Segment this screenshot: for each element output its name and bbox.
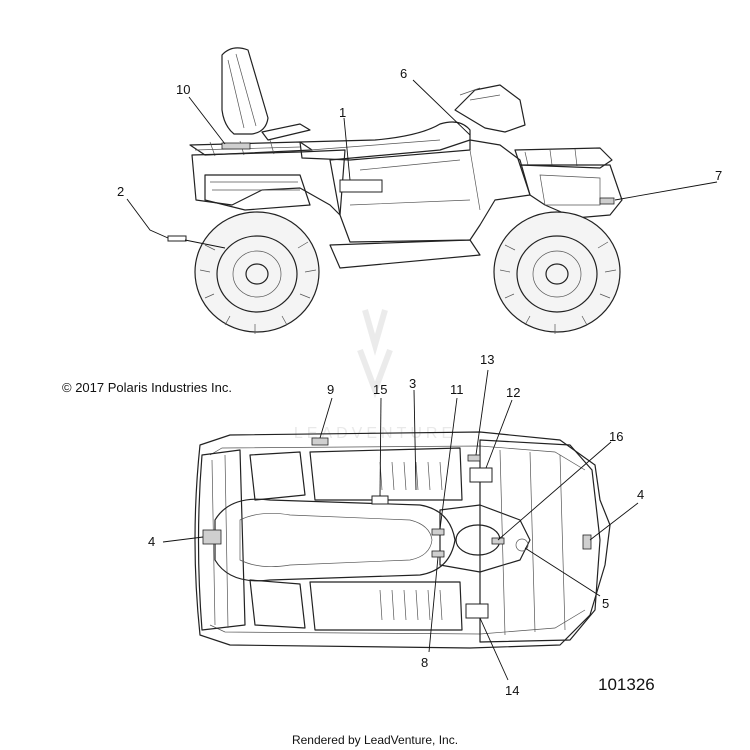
- side-leader-lines: [126, 79, 718, 249]
- top-leader-lines: [162, 369, 639, 681]
- callout-6: 6: [400, 66, 407, 81]
- callout-12: 12: [506, 385, 520, 400]
- callout-13: 13: [480, 352, 494, 367]
- callout-9: 9: [327, 382, 334, 397]
- callout-4-rear: 4: [148, 534, 155, 549]
- callout-7: 7: [715, 168, 722, 183]
- callout-5: 5: [602, 596, 609, 611]
- atv-top-view: [194, 431, 611, 649]
- rear-wheel: [194, 211, 320, 333]
- decal-14: [465, 603, 489, 619]
- callout-3: 3: [409, 376, 416, 391]
- decal-2: [167, 235, 187, 242]
- callout-2: 2: [117, 184, 124, 199]
- callout-8: 8: [421, 655, 428, 670]
- decal-4-rear: [202, 529, 222, 545]
- footer-credit: Rendered by LeadVenture, Inc.: [292, 733, 458, 747]
- copyright-text: © 2017 Polaris Industries Inc.: [62, 380, 232, 395]
- callout-16: 16: [609, 429, 623, 444]
- decal-10: [221, 142, 251, 150]
- decal-11: [431, 528, 445, 536]
- callout-14: 14: [505, 683, 519, 698]
- callout-10: 10: [176, 82, 190, 97]
- callout-4-front: 4: [637, 487, 644, 502]
- part-number: 101326: [598, 675, 655, 694]
- decal-16: [491, 537, 505, 545]
- watermark-logo: LEADVENTURE: [294, 309, 452, 442]
- callout-15: 15: [373, 382, 387, 397]
- decal-12: [469, 467, 493, 483]
- callout-1: 1: [339, 105, 346, 120]
- callout-labels: 1 2 6 7 10 9 15 3 11 13 12 16 4 4 5 8 14: [117, 66, 722, 698]
- decal-4-front: [582, 534, 592, 550]
- front-wheel: [493, 211, 621, 333]
- decal-9: [311, 437, 329, 446]
- decal-8: [431, 550, 445, 558]
- atv-side-view: [167, 47, 623, 334]
- decal-13: [467, 454, 481, 462]
- decal-15: [371, 495, 389, 505]
- decal-1: [339, 179, 383, 193]
- decal-7: [599, 197, 615, 205]
- callout-11: 11: [450, 382, 464, 397]
